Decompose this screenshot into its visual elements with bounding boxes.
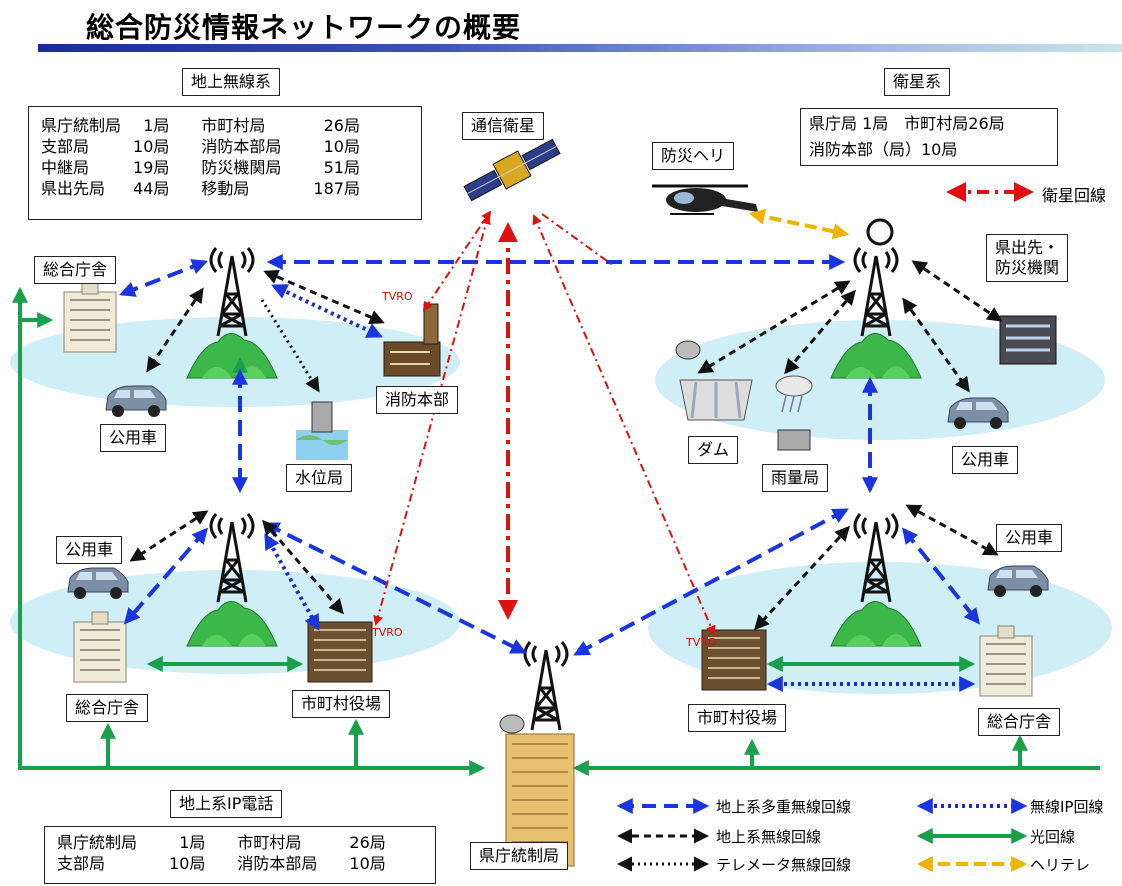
satellite-system-heading: 衛星系: [884, 68, 951, 96]
satellite-line-label: 衛星回線: [1042, 186, 1107, 205]
gov-building-icon: [63, 281, 117, 353]
fire-hq-label: 消防本部: [376, 386, 459, 414]
public-car-label-br: 公用車: [996, 524, 1063, 552]
radio-tower-icon: [523, 640, 569, 732]
satellite-system-line1: 県庁局 1局 市町村局26局: [809, 114, 1005, 133]
legend-optical-label: 光回線: [1030, 828, 1076, 846]
tvro-label: TVRO: [372, 626, 403, 639]
heli-tele-line: [748, 208, 850, 240]
legend-heli-tele-label: ヘリテレ: [1030, 856, 1091, 874]
satellite-icon: [463, 138, 561, 202]
gov-building-icon: [73, 611, 127, 683]
page-title: 総合防災情報ネットワークの概要: [86, 11, 522, 44]
antenna-dish-icon: [866, 218, 894, 246]
gov-building-label-br: 総合庁舎: [978, 708, 1061, 736]
town-office-label-bl: 市町村役場: [292, 690, 391, 718]
public-car-label-tl: 公用車: [100, 424, 167, 452]
title-underline: [38, 44, 1122, 52]
town-office-icon: [307, 621, 373, 683]
office-building-icon: [999, 315, 1057, 365]
optical-lines: [12, 286, 1100, 776]
ground-radio-lines: [129, 260, 1003, 631]
helicopter-icon: [652, 184, 758, 215]
pref-office-branch-label: 県出先・ 防災機関: [986, 234, 1069, 282]
rain-gauge-label: 雨量局: [762, 464, 829, 492]
ip-phone-heading: 地上系IP電話: [170, 790, 283, 818]
legend-radio-ip-label: 無線IP回線: [1030, 798, 1104, 816]
legend-multiplex-label: 地上系多重無線回線: [716, 798, 852, 816]
legend-telemeter-label: テレメータ無線回線: [716, 856, 852, 874]
gov-building-label-tl: 総合庁舎: [34, 256, 117, 284]
ground-system-heading: 地上無線系: [182, 68, 281, 96]
satellite-system-box: 県庁局 1局 市町村局26局 消防本部（局）10局: [800, 108, 1058, 166]
gov-building-label-bl: 総合庁舎: [66, 694, 149, 722]
satellite-lines: [373, 210, 716, 636]
tvro-label: TVRO: [686, 636, 717, 649]
dam-label: ダム: [688, 436, 739, 464]
rain-gauge-icon: [775, 375, 813, 451]
water-level-label: 水位局: [286, 464, 353, 492]
legend-ground-radio-label: 地上系無線回線: [716, 828, 822, 846]
comm-satellite-label: 通信衛星: [462, 112, 545, 140]
water-level-station-icon: [296, 401, 348, 460]
public-car-label-bl: 公用車: [56, 536, 123, 564]
tvro-label: TVRO: [382, 290, 413, 303]
car-icon: [105, 385, 167, 418]
town-office-label-br: 市町村役場: [688, 704, 787, 732]
public-car-label-tr: 公用車: [952, 446, 1019, 474]
gov-building-icon: [979, 625, 1033, 697]
pref-control-label: 県庁統制局: [470, 842, 569, 870]
satellite-system-line2: 消防本部（局）10局: [809, 140, 958, 159]
disaster-heli-label: 防災ヘリ: [652, 142, 735, 170]
